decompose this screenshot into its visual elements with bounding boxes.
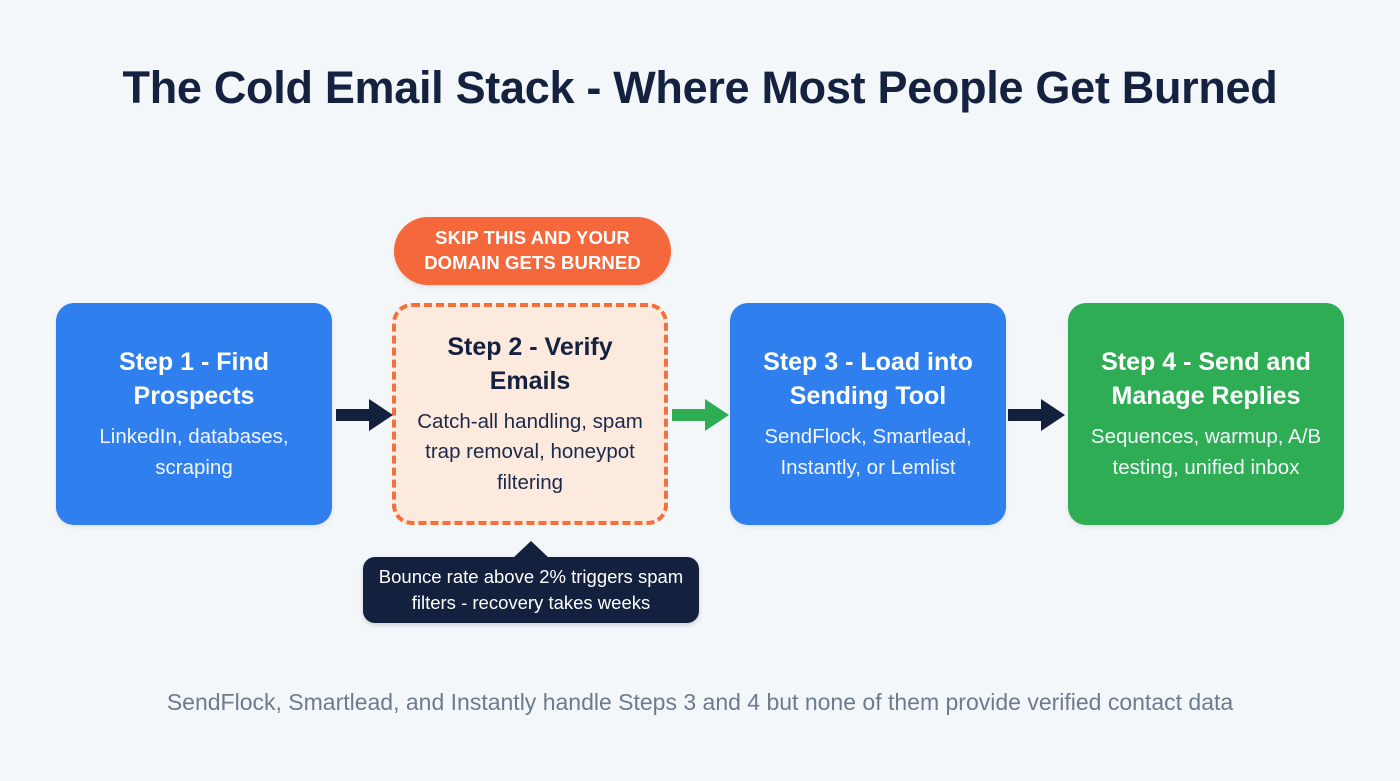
warning-badge: SKIP THIS AND YOUR DOMAIN GETS BURNED — [394, 217, 671, 285]
step-card-4-title: Step 4 - Send and Manage Replies — [1101, 348, 1311, 411]
callout-bounce-rate: Bounce rate above 2% triggers spam filte… — [363, 541, 699, 623]
step-card-1-description: LinkedIn, databases, scraping — [99, 425, 289, 479]
step-card-2-title: Step 2 - Verify Emails — [447, 333, 613, 396]
arrow-step3-to-step4-icon — [1008, 398, 1066, 432]
step-card-4[interactable]: Step 4 - Send and Manage Replies Sequenc… — [1068, 303, 1344, 525]
footer-note: SendFlock, Smartlead, and Instantly hand… — [166, 689, 1234, 715]
arrow-step2-to-step3-icon — [672, 398, 730, 432]
step-card-3[interactable]: Step 3 - Load into Sending Tool SendFloc… — [730, 303, 1006, 525]
page-title: The Cold Email Stack - Where Most People… — [122, 62, 1278, 113]
arrow-step1-to-step2-icon — [336, 398, 394, 432]
callout-text: Bounce rate above 2% triggers spam filte… — [378, 565, 684, 613]
step-card-2[interactable]: Step 2 - Verify Emails Catch-all handlin… — [392, 303, 668, 525]
step-card-4-description: Sequences, warmup, A/B testing, unified … — [1090, 425, 1322, 479]
warning-badge-label: SKIP THIS AND YOUR DOMAIN GETS BURNED — [424, 227, 641, 273]
process-flow: Step 1 - Find Prospects LinkedIn, databa… — [0, 303, 1400, 525]
step-card-3-title: Step 3 - Load into Sending Tool — [763, 348, 973, 411]
step-card-1[interactable]: Step 1 - Find Prospects LinkedIn, databa… — [56, 303, 332, 525]
callout-pointer-icon — [513, 541, 549, 558]
step-card-3-description: SendFlock, Smartlead, Instantly, or Leml… — [764, 425, 972, 479]
step-card-2-description: Catch-all handling, spam trap removal, h… — [417, 410, 643, 494]
step-card-1-title: Step 1 - Find Prospects — [119, 348, 269, 411]
